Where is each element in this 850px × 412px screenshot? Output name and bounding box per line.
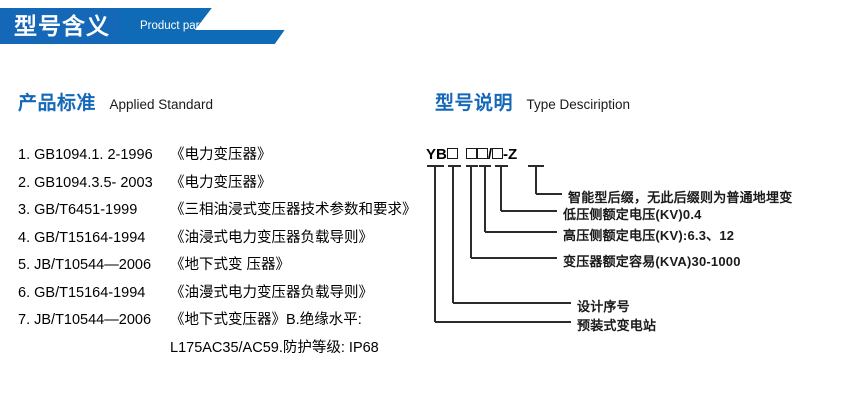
callout-label-hv-voltage: 高压侧额定电压(KV):6.3、12 [563,228,735,243]
code-token-dash: - [503,146,509,163]
code-token-box-4 [492,148,504,160]
list-item: 4. GB/T15164-1994 《油浸式电力变压器负载导则》 [18,226,438,254]
banner-title: 型号含义 [14,13,110,39]
callout-label-lv-voltage: 低压侧额定电压(KV)0.4 [563,207,702,222]
standard-name: 《三相油浸式变压器技术参数和要求》 [170,202,417,218]
code-token-z: Z [508,146,518,163]
callout-label-capacity: 变压器额定容易(KVA)30-1000 [563,254,741,269]
list-item: 2. GB1094.3.5- 2003 《电力变压器》 [18,171,438,199]
standard-code: 1. GB1094.1. 2-1996 [18,147,153,163]
list-item: 1. GB1094.1. 2-1996 《电力变压器》 [18,143,438,171]
standard-name: 《地下式变压器》B.绝缘水平: [170,312,362,328]
list-item: 5. JB/T10544—2006 《地下式变 压器》 [18,253,438,281]
section-heading-cn: 产品标准 [18,93,97,114]
section-heading-en: Type Desciription [526,97,631,112]
banner-notch-shape [195,8,300,30]
code-token-box-3 [476,148,488,160]
list-item: 7. JB/T10544—2006 《地下式变压器》B.绝缘水平: [18,308,438,336]
code-token-slash: / [487,146,493,163]
section-heading-en: Applied Standard [109,97,214,112]
standard-name: 《油漫式电力变压器负载导则》 [170,284,373,301]
standard-name: 《油浸式电力变压器负载导则》 [170,229,373,246]
standard-name: 《电力变压器》 [170,147,272,163]
list-item: 3. GB/T6451-1999 《三相油浸式变压器技术参数和要求》 [18,198,438,226]
standard-code: 7. JB/T10544—2006 [18,312,152,328]
callout-label-design-serial: 设计序号 [577,299,630,314]
banner-subtitle: Product parameters [140,20,241,32]
code-token-yb: YB [426,146,447,163]
standard-name: 《地下式变 压器》 [170,257,291,273]
standard-code: 2. GB1094.3.5- 2003 [18,174,153,191]
standard-code: 5. JB/T10544—2006 [18,257,152,273]
standard-code: 4. GB/T15164-1994 [18,229,146,246]
section-heading-cn: 型号说明 [435,93,514,114]
section-heading-applied-standard: 产品标准 Applied Standard [18,88,213,115]
list-item: 6. GB/T15164-1994 《油漫式电力变压器负载导则》 [18,281,438,309]
code-token-box-1 [446,148,458,160]
code-token-box-2 [465,148,477,160]
model-code-string: YB /-Z [426,146,517,168]
standard-name: 《电力变压器》 [170,174,272,191]
standard-code: 6. GB/T15164-1994 [18,284,146,301]
section-heading-type-description: 型号说明 Type Desciription [435,88,630,115]
callout-label-suffix: 智能型后缀，无此后缀则为普通地埋变 [568,190,793,205]
page-banner: 型号含义 Product parameters [0,8,300,44]
standard-code: 3. GB/T6451-1999 [18,202,138,218]
standards-list: 1. GB1094.1. 2-1996 《电力变压器》 2. GB1094.3.… [18,143,438,363]
standard-continuation-line: L175AC35/AC59.防护等级: IP68 [170,339,379,356]
callout-label-substation: 预装式变电站 [577,318,657,333]
